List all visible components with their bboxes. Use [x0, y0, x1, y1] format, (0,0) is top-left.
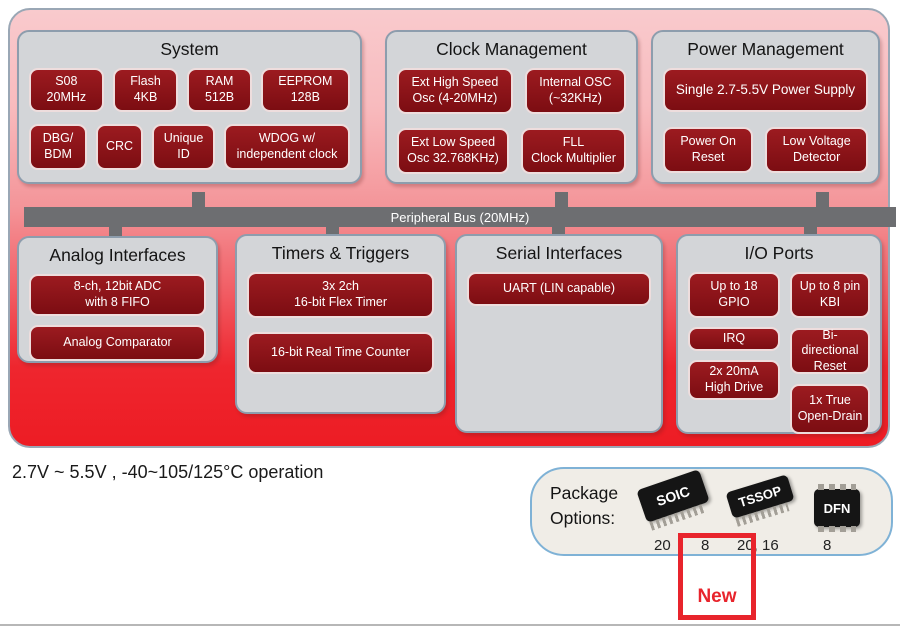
bus-stub — [192, 192, 205, 208]
tssop-package-icon: TSSOP — [725, 474, 795, 527]
soic-pins — [649, 503, 706, 531]
peripheral-bus-label: Peripheral Bus (20MHz) — [390, 209, 530, 225]
new-label: New — [697, 586, 737, 607]
power-row-2: Power On Reset Low Voltage Detector — [663, 127, 869, 173]
io-left-column: Up to 18 GPIO IRQ 2x 20mA High Drive — [688, 272, 780, 434]
panel-serial-title: Serial Interfaces — [495, 243, 623, 263]
timers-row-2: 16-bit Real Time Counter — [247, 332, 434, 374]
chip-power-supply: Single 2.7-5.5V Power Supply — [663, 68, 868, 112]
panel-analog: Analog Interfaces 8-ch, 12bit ADC with 8… — [17, 236, 218, 363]
power-row-1: Single 2.7-5.5V Power Supply — [663, 68, 868, 112]
system-row-1: S08 20MHz Flash 4KB RAM 512B EEPROM 128B — [29, 68, 350, 112]
chip-low-voltage-detector: Low Voltage Detector — [765, 127, 869, 173]
tssop-pin-counts: 20, 16 — [737, 537, 779, 554]
chip-unique-id: Unique ID — [152, 124, 215, 170]
chip-crc: CRC — [96, 124, 143, 170]
panel-timers: Timers & Triggers 3x 2ch 16-bit Flex Tim… — [235, 234, 446, 414]
chip-wdog: WDOG w/ independent clock — [224, 124, 350, 170]
clock-row-1: Ext High Speed Osc (4-20MHz) Internal OS… — [397, 68, 626, 114]
serial-row-1: UART (LIN capable) — [467, 272, 651, 306]
bus-stub — [816, 192, 829, 208]
chip-fll-multiplier: FLL Clock Multiplier — [520, 128, 626, 174]
panel-io: I/O Ports Up to 18 GPIO IRQ 2x 20mA High… — [676, 234, 882, 434]
panel-io-title: I/O Ports — [744, 243, 814, 263]
chip-uart: UART (LIN capable) — [467, 272, 651, 306]
chip-eeprom: EEPROM 128B — [260, 68, 350, 112]
panel-system: System S08 20MHz Flash 4KB RAM 512B EEPR… — [17, 30, 362, 184]
system-row-2: DBG/ BDM CRC Unique ID WDOG w/ independe… — [29, 124, 350, 170]
panel-timers-title: Timers & Triggers — [271, 243, 410, 263]
chip-power-on-reset: Power On Reset — [663, 127, 754, 173]
soic-chip-body: SOIC — [636, 469, 710, 531]
chip-dbg-bdm: DBG/ BDM — [29, 124, 87, 170]
chip-ext-high-speed-osc: Ext High Speed Osc (4-20MHz) — [397, 68, 513, 114]
tssop-chip-body: TSSOP — [725, 474, 795, 527]
analog-row-1: 8-ch, 12bit ADC with 8 FIFO — [29, 274, 206, 316]
soic-new-pin-count: 8 — [701, 537, 710, 554]
peripheral-bus: Peripheral Bus (20MHz) — [24, 207, 896, 227]
chip-adc: 8-ch, 12bit ADC with 8 FIFO — [29, 274, 206, 316]
panel-clock: Clock Management Ext High Speed Osc (4-2… — [385, 30, 638, 184]
chip-irq: IRQ — [688, 327, 780, 351]
chip-flash: Flash 4KB — [112, 68, 179, 112]
dfn-package-icon: DFN — [814, 484, 860, 532]
panel-power: Power Management Single 2.7-5.5V Power S… — [651, 30, 880, 184]
package-options-label: Package Options: — [550, 483, 619, 529]
chip-bidirectional-reset: Bi-directional Reset — [790, 328, 870, 374]
bottom-divider-line — [0, 624, 900, 626]
panel-analog-title: Analog Interfaces — [49, 245, 186, 265]
chip-analog-comparator: Analog Comparator — [29, 325, 206, 361]
new-highlight-rectangle: New — [678, 533, 756, 620]
dfn-pads-bottom — [818, 526, 856, 532]
dfn-pin-count: 8 — [823, 537, 832, 554]
package-options-box: Package Options: SOIC TSSOP DFN 20 8 20,… — [530, 467, 893, 556]
panel-power-title: Power Management — [687, 39, 844, 59]
panel-system-title: System — [160, 39, 219, 59]
timers-row-1: 3x 2ch 16-bit Flex Timer — [247, 272, 434, 318]
dfn-pads-top — [818, 484, 856, 490]
soic-pin-count: 20 — [654, 537, 671, 554]
chip-ram: RAM 512B — [187, 68, 252, 112]
analog-row-2: Analog Comparator — [29, 325, 206, 361]
panel-serial: Serial Interfaces UART (LIN capable) — [455, 234, 663, 433]
clock-row-2: Ext Low Speed Osc 32.768KHz) FLL Clock M… — [397, 128, 626, 174]
dfn-chip-body: DFN — [814, 484, 860, 532]
soic-label: SOIC — [654, 482, 692, 510]
chip-s08-core: S08 20MHz — [29, 68, 104, 112]
chip-ext-low-speed-osc: Ext Low Speed Osc 32.768KHz) — [397, 128, 509, 174]
dfn-label: DFN — [823, 500, 851, 516]
io-right-column: Up to 8 pin KBI Bi-directional Reset 1x … — [790, 272, 870, 434]
chip-kbi: Up to 8 pin KBI — [790, 272, 870, 318]
bus-stub — [555, 192, 568, 208]
chip-flex-timer: 3x 2ch 16-bit Flex Timer — [247, 272, 434, 318]
operation-conditions-text: 2.7V ~ 5.5V , -40~105/125°C operation — [12, 462, 324, 482]
chip-internal-osc: Internal OSC (~32KHz) — [524, 68, 626, 114]
chip-real-time-counter: 16-bit Real Time Counter — [247, 332, 434, 374]
chip-open-drain: 1x True Open-Drain — [790, 384, 870, 434]
io-columns: Up to 18 GPIO IRQ 2x 20mA High Drive Up … — [688, 272, 870, 434]
soic-package-icon: SOIC — [636, 469, 710, 531]
panel-clock-title: Clock Management — [436, 39, 587, 59]
chip-high-drive: 2x 20mA High Drive — [688, 360, 780, 400]
chip-gpio: Up to 18 GPIO — [688, 272, 780, 318]
mcu-block-diagram-board: System S08 20MHz Flash 4KB RAM 512B EEPR… — [8, 8, 896, 448]
